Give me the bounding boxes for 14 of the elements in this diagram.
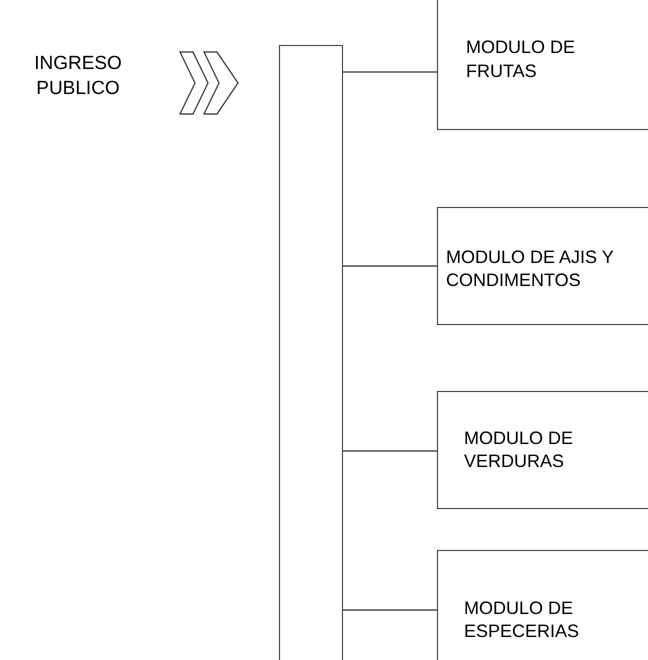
connector-line: [343, 71, 437, 73]
module-label: MODULO DE FRUTAS: [466, 36, 576, 82]
connector-line: [343, 609, 437, 611]
corridor-box: [279, 45, 343, 660]
connector-line: [343, 265, 437, 267]
connector-line: [343, 450, 437, 452]
module-box: [437, 207, 648, 325]
module-label: MODULO DE AJIS Y CONDIMENTOS: [446, 246, 614, 292]
entrance-label: INGRESO PUBLICO: [33, 52, 123, 101]
module-box: [437, 550, 648, 660]
module-box: [437, 391, 648, 509]
module-label: MODULO DE VERDURAS: [464, 426, 574, 473]
module-label: MODULO DE ESPECERIAS: [464, 596, 580, 643]
module-box: [437, 0, 648, 130]
